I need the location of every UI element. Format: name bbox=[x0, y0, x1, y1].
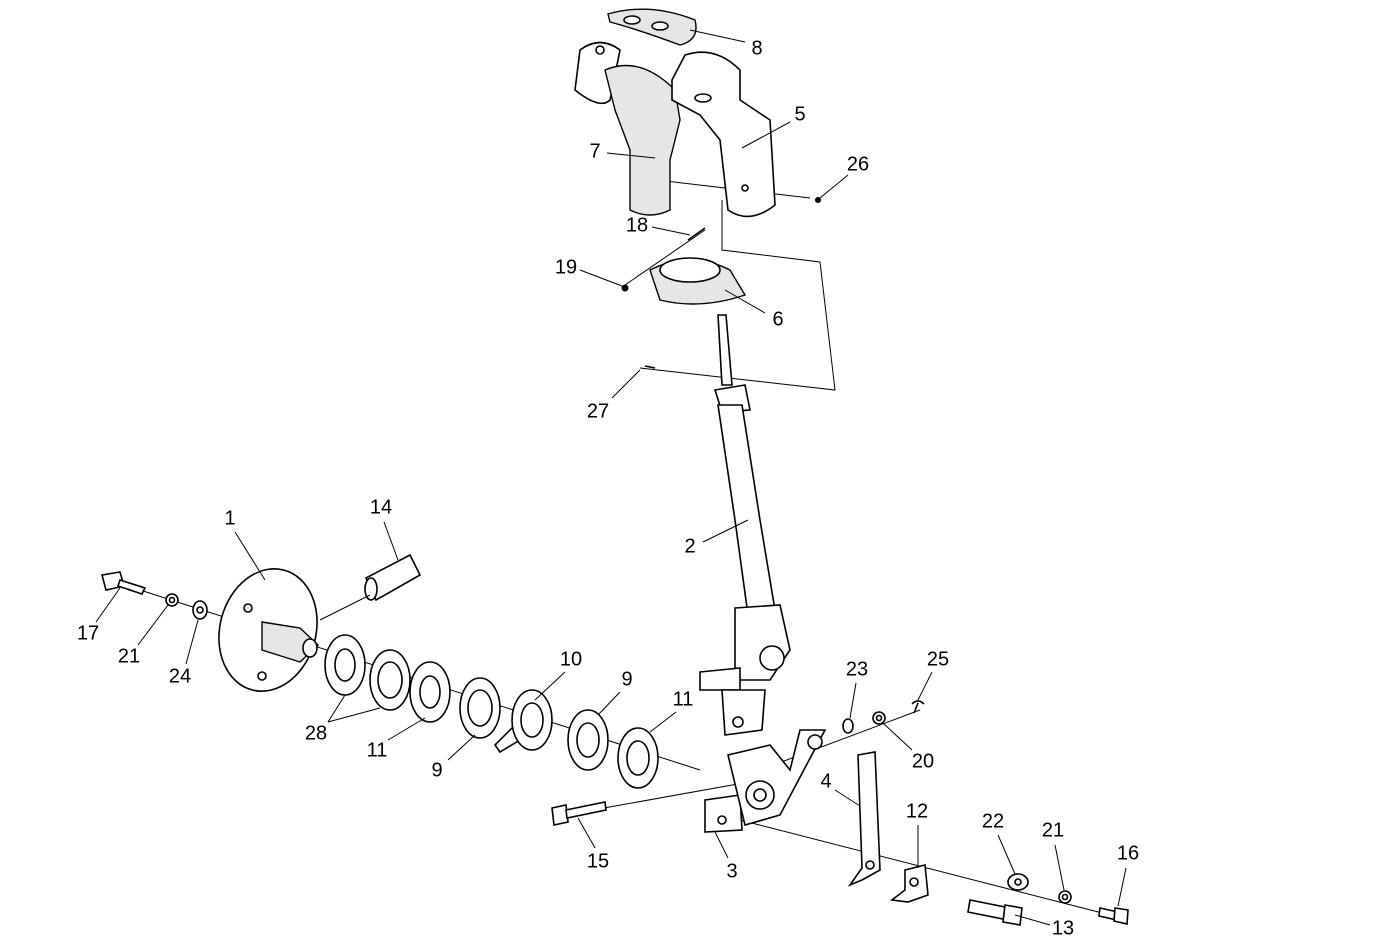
leader-lines bbox=[95, 29, 1127, 926]
callout-24: 24 bbox=[169, 665, 191, 687]
callout-9: 9 bbox=[621, 668, 632, 690]
callout-16: 16 bbox=[1117, 842, 1139, 864]
callout-9b: 9 bbox=[431, 759, 442, 781]
callout-27: 27 bbox=[587, 400, 609, 422]
callout-10: 10 bbox=[560, 648, 582, 670]
shift-lever-part-2 bbox=[699, 314, 791, 736]
callout-14: 14 bbox=[370, 496, 392, 518]
handle-half-part-5 bbox=[671, 51, 776, 218]
callout-25: 25 bbox=[927, 648, 949, 670]
callout-28: 28 bbox=[305, 722, 327, 744]
callout-26: 26 bbox=[847, 153, 869, 175]
callout-13: 13 bbox=[1052, 917, 1074, 939]
fasteners-right-upper bbox=[842, 700, 925, 734]
callout-21b: 21 bbox=[1042, 819, 1064, 841]
bolt-part-17 bbox=[101, 571, 208, 620]
callout-15: 15 bbox=[587, 850, 609, 872]
callout-11b: 11 bbox=[367, 739, 388, 761]
small-fasteners bbox=[621, 197, 821, 369]
callout-21: 21 bbox=[118, 645, 140, 667]
callout-19: 19 bbox=[555, 256, 577, 278]
callout-12: 12 bbox=[906, 800, 928, 822]
callout-20: 20 bbox=[912, 750, 934, 772]
lever-boot-part-6 bbox=[649, 257, 747, 305]
callout-labels: 8 5 7 26 18 19 6 27 14 1 2 17 21 24 10 9… bbox=[77, 37, 1139, 939]
callout-8: 8 bbox=[751, 37, 762, 59]
washer-stack bbox=[324, 634, 659, 789]
callout-1: 1 bbox=[224, 507, 235, 529]
callout-7: 7 bbox=[589, 140, 600, 162]
callout-23: 23 bbox=[846, 658, 868, 680]
clip-part-12 bbox=[889, 863, 929, 903]
callout-5: 5 bbox=[794, 103, 805, 125]
bracket-part-3 bbox=[704, 729, 827, 833]
callout-18: 18 bbox=[626, 214, 648, 236]
fasteners-right-lower bbox=[967, 873, 1129, 926]
callout-2: 2 bbox=[684, 535, 695, 557]
handle-cap-part-8 bbox=[607, 8, 697, 46]
bolt-part-15 bbox=[551, 801, 607, 826]
callout-6: 6 bbox=[772, 308, 783, 330]
pivot-plate-part-1 bbox=[218, 568, 320, 692]
callout-11: 11 bbox=[673, 688, 694, 710]
handle-half-part-7 bbox=[574, 41, 681, 216]
callout-22: 22 bbox=[982, 810, 1004, 832]
callout-4: 4 bbox=[820, 770, 831, 792]
callout-17: 17 bbox=[77, 622, 99, 644]
pin-part-14 bbox=[319, 553, 422, 621]
callout-3: 3 bbox=[726, 860, 737, 882]
plate-part-4 bbox=[847, 751, 881, 887]
